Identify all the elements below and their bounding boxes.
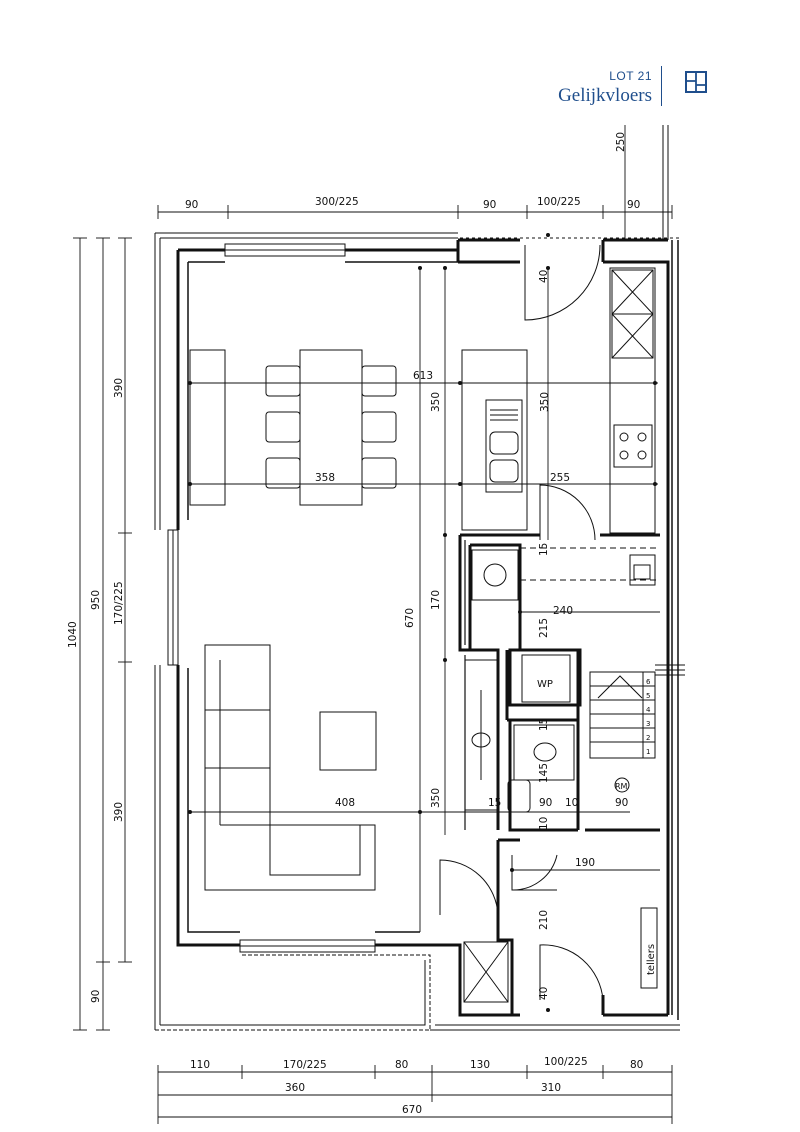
dim-top-3: 90 (483, 199, 496, 211)
dim-240: 240 (553, 605, 573, 617)
dim-v350c: 350 (430, 788, 442, 808)
dim-top-4: 100/225 (537, 196, 581, 208)
dim-left-mid: 950 (90, 590, 102, 610)
dim-v40b: 40 (538, 987, 550, 1000)
lot-number: LOT 21 (609, 69, 652, 83)
dim-90b: 90 (615, 797, 628, 809)
stair-step-1: 1 (646, 748, 650, 756)
dim-bottom-row2-2: 310 (541, 1082, 561, 1094)
stair-step-2: 2 (646, 734, 650, 742)
stair-step-6: 6 (646, 678, 651, 686)
dim-bottom-5: 100/225 (544, 1056, 588, 1068)
dim-bottom-total: 670 (402, 1104, 422, 1116)
dim-v40a: 40 (538, 270, 550, 283)
dining-table (189, 349, 397, 506)
dim-v10: 10 (538, 817, 550, 830)
windows (167, 243, 376, 953)
staircase (589, 664, 685, 759)
dim-bottom-3: 80 (395, 1059, 408, 1071)
storage-box (463, 941, 509, 1003)
dim-top-5: 90 (627, 199, 640, 211)
exterior-walls (154, 125, 680, 1031)
dim-top-2: 300/225 (315, 196, 359, 208)
plan-header: LOT 21 Gelijkvloers (478, 66, 738, 110)
left-dimension-chains (73, 237, 132, 1031)
measurement-lines (188, 268, 660, 932)
dim-left-inner-2: 170/225 (113, 581, 125, 625)
dim-15a: 15 (488, 797, 501, 809)
dim-v215: 215 (538, 618, 550, 638)
dim-top-right-vertical: 250 (615, 132, 627, 152)
dim-bottom-2: 170/225 (283, 1059, 327, 1071)
stair-step-3: 3 (646, 720, 650, 728)
doors (439, 244, 604, 1001)
dim-10a: 10 (565, 797, 578, 809)
dim-bottom-4: 130 (470, 1059, 490, 1071)
label-rm: RM (615, 782, 628, 791)
living-sofa (204, 644, 377, 891)
floor-title: Gelijkvloers (558, 85, 652, 106)
dim-613: 613 (413, 370, 433, 382)
dim-bottom-row2-1: 360 (285, 1082, 305, 1094)
dim-v145: 145 (538, 763, 550, 783)
header-divider (661, 66, 662, 106)
dim-358: 358 (315, 472, 335, 484)
stair-step-4: 4 (646, 706, 651, 714)
floorplan-icon (684, 70, 708, 98)
dim-v350b: 350 (539, 392, 551, 412)
bottom-dimension-chains (157, 1065, 673, 1124)
dim-v670: 670 (404, 608, 416, 628)
kitchen-counter (609, 267, 656, 534)
dim-90a: 90 (539, 797, 552, 809)
kitchen-island (461, 349, 528, 531)
stair-step-5: 5 (646, 692, 650, 700)
dim-top-1: 90 (185, 199, 198, 211)
dim-left-inner-1: 390 (113, 378, 125, 398)
top-dimension-chain (157, 125, 673, 240)
dim-v350a: 350 (430, 392, 442, 412)
dim-255: 255 (550, 472, 570, 484)
dim-bottom-6: 80 (630, 1059, 643, 1071)
dim-left-inner-3: 390 (113, 802, 125, 822)
dim-408: 408 (335, 797, 355, 809)
dim-v15a: 15 (538, 543, 550, 556)
dim-v170: 170 (430, 590, 442, 610)
utility-fixtures (464, 549, 656, 813)
dim-left-inner-4: 90 (90, 990, 102, 1003)
dim-left-outer: 1040 (67, 621, 79, 648)
dim-v15b: 15 (538, 718, 550, 731)
dim-190: 190 (575, 857, 595, 869)
dim-bottom-1: 110 (190, 1059, 210, 1071)
dim-v210: 210 (538, 910, 550, 930)
label-tellers: tellers (646, 944, 657, 975)
label-wp: WP (537, 679, 553, 690)
interior-walls (458, 533, 660, 1015)
